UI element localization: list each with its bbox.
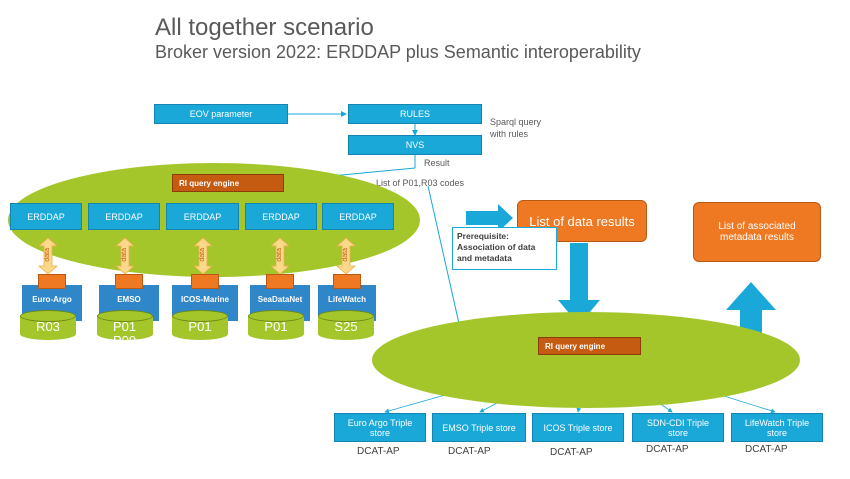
rules-box: RULES — [348, 104, 482, 124]
sparql-note: Sparql query with rules — [490, 117, 542, 139]
erddap-box-4: ERDDAP — [245, 203, 317, 230]
database-cylinder-3: P01 — [172, 310, 228, 340]
right-ellipse — [372, 312, 800, 408]
triple-store-emso: EMSO Triple store — [432, 413, 526, 442]
erddap-box-1: ERDDAP — [10, 203, 82, 230]
page-subtitle: Broker version 2022: ERDDAP plus Semanti… — [155, 42, 641, 62]
orange-node-4 — [266, 274, 294, 289]
orange-node-3 — [191, 274, 219, 289]
dcat-label-1: DCAT-AP — [357, 446, 400, 457]
result-label: Result — [424, 158, 450, 168]
code-label-4: P01 — [264, 319, 288, 334]
code-label-5: S25 — [334, 319, 358, 334]
database-cylinder-1: R03 — [20, 310, 76, 340]
orange-node-5 — [333, 274, 361, 289]
dcat-label-4: DCAT-AP — [646, 444, 689, 455]
code-label-3: P01 — [188, 319, 212, 334]
erddap-box-2: ERDDAP — [88, 203, 160, 230]
dcat-label-2: DCAT-AP — [448, 446, 491, 457]
orange-node-2 — [115, 274, 143, 289]
triple-store-euro-argo: Euro Argo Triple store — [334, 413, 426, 442]
erddap-box-3: ERDDAP — [166, 203, 239, 230]
erddap-box-5: ERDDAP — [322, 203, 394, 230]
right-ri-query-engine: RI query engine — [538, 337, 641, 355]
triple-store-icos: ICOS Triple store — [532, 413, 624, 442]
list-of-metadata-results-box: List of associated metadata results — [693, 202, 821, 262]
database-cylinder-2: P01 P09 — [97, 310, 153, 348]
left-ri-query-engine: RI query engine — [172, 174, 284, 192]
triple-store-sdn-cdi: SDN-CDI Triple store — [632, 413, 724, 442]
code-label-1: R03 — [36, 319, 60, 334]
triple-store-lifewatch: LifeWatch Triple store — [731, 413, 823, 442]
code-label-2: P01 P09 — [113, 319, 137, 348]
orange-node-1 — [38, 274, 66, 289]
database-cylinder-5: S25 — [318, 310, 374, 340]
eov-parameter-box: EOV parameter — [154, 104, 288, 124]
dcat-label-3: DCAT-AP — [550, 447, 593, 458]
database-cylinder-4: P01 — [248, 310, 304, 340]
prerequisite-box: Prerequisite: Association of data and me… — [452, 227, 557, 270]
dcat-label-5: DCAT-AP — [745, 444, 788, 455]
page-title: All together scenario — [155, 14, 374, 41]
nvs-box: NVS — [348, 135, 482, 155]
codes-label: List of P01,R03 codes — [376, 178, 465, 188]
